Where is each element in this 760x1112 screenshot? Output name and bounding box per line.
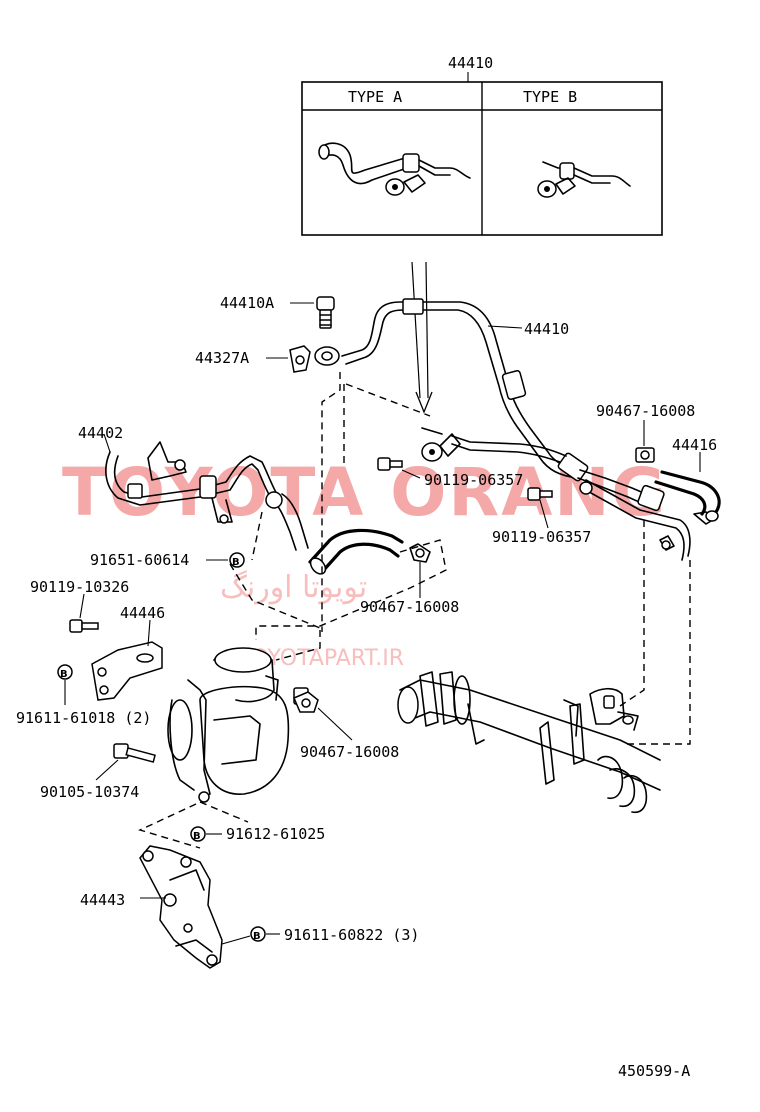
bracket-44446 [91, 641, 163, 701]
type-b-hose-sketch [537, 161, 631, 198]
gasket-44327a [289, 345, 340, 373]
diagram-code: 450599-A [618, 1062, 690, 1080]
return-hose [308, 528, 431, 575]
bolt-90119-06357-b [527, 487, 553, 501]
type-a-header: TYPE A [348, 88, 402, 106]
return-tube-right [581, 479, 691, 561]
watermark-persian: تويوتا اورنگ [220, 570, 367, 605]
label-91611-60822: 91611-60822 (3) [284, 926, 419, 944]
union-bolt-44410a [316, 296, 335, 329]
b-mark-91611-60822: B [250, 926, 266, 942]
steering-gear [397, 671, 661, 814]
type-inset: 44410 TYPE A TYPE B [301, 54, 663, 236]
b-mark-91611-60822-symbol: B [253, 931, 261, 942]
type-b-header: TYPE B [523, 88, 577, 106]
label-44446: 44446 [120, 604, 165, 622]
label-91651: 91651-60614 [90, 551, 189, 569]
label-44402: 44402 [78, 424, 123, 442]
b-mark-91612-symbol: B [193, 831, 201, 842]
inset-pointer-arrow [411, 261, 433, 414]
label-90467-top: 90467-16008 [596, 402, 695, 420]
clip-90467-low [293, 691, 319, 713]
label-90119-a: 90119-06357 [424, 471, 523, 489]
label-91612: 91612-61025 [226, 825, 325, 843]
b-mark-91611-61018: B [57, 664, 73, 680]
pressure-hose-44410 [341, 298, 665, 512]
power-steering-pump [167, 647, 309, 803]
label-91611-61018: 91611-61018 (2) [16, 709, 151, 727]
return-tube-44402 [105, 441, 309, 551]
bolt-90119-10326 [69, 619, 99, 633]
b-mark-91651: B [229, 552, 245, 568]
b-mark-91651-symbol: B [232, 557, 240, 568]
label-90467-low: 90467-16008 [300, 743, 399, 761]
label-44327a: 44327A [195, 349, 249, 367]
assembly-dashed-lines [138, 372, 691, 849]
label-90467-mid: 90467-16008 [360, 598, 459, 616]
label-90119-10326: 90119-10326 [30, 578, 129, 596]
type-a-hose-sketch [318, 142, 471, 196]
b-mark-91612: B [190, 826, 206, 842]
bolt-90119-06357-a [377, 457, 593, 495]
label-44443: 44443 [80, 891, 125, 909]
hose-44416 [635, 447, 721, 525]
label-90119-b: 90119-06357 [492, 528, 591, 546]
label-44410: 44410 [524, 320, 569, 338]
b-mark-91611-61018-symbol: B [60, 669, 68, 680]
bolt-90105-10374 [113, 743, 156, 763]
label-44410a: 44410A [220, 294, 274, 312]
bracket-44443 [139, 845, 223, 969]
label-44416: 44416 [672, 436, 717, 454]
inset-title: 44410 [448, 54, 493, 72]
label-90105: 90105-10374 [40, 783, 139, 801]
